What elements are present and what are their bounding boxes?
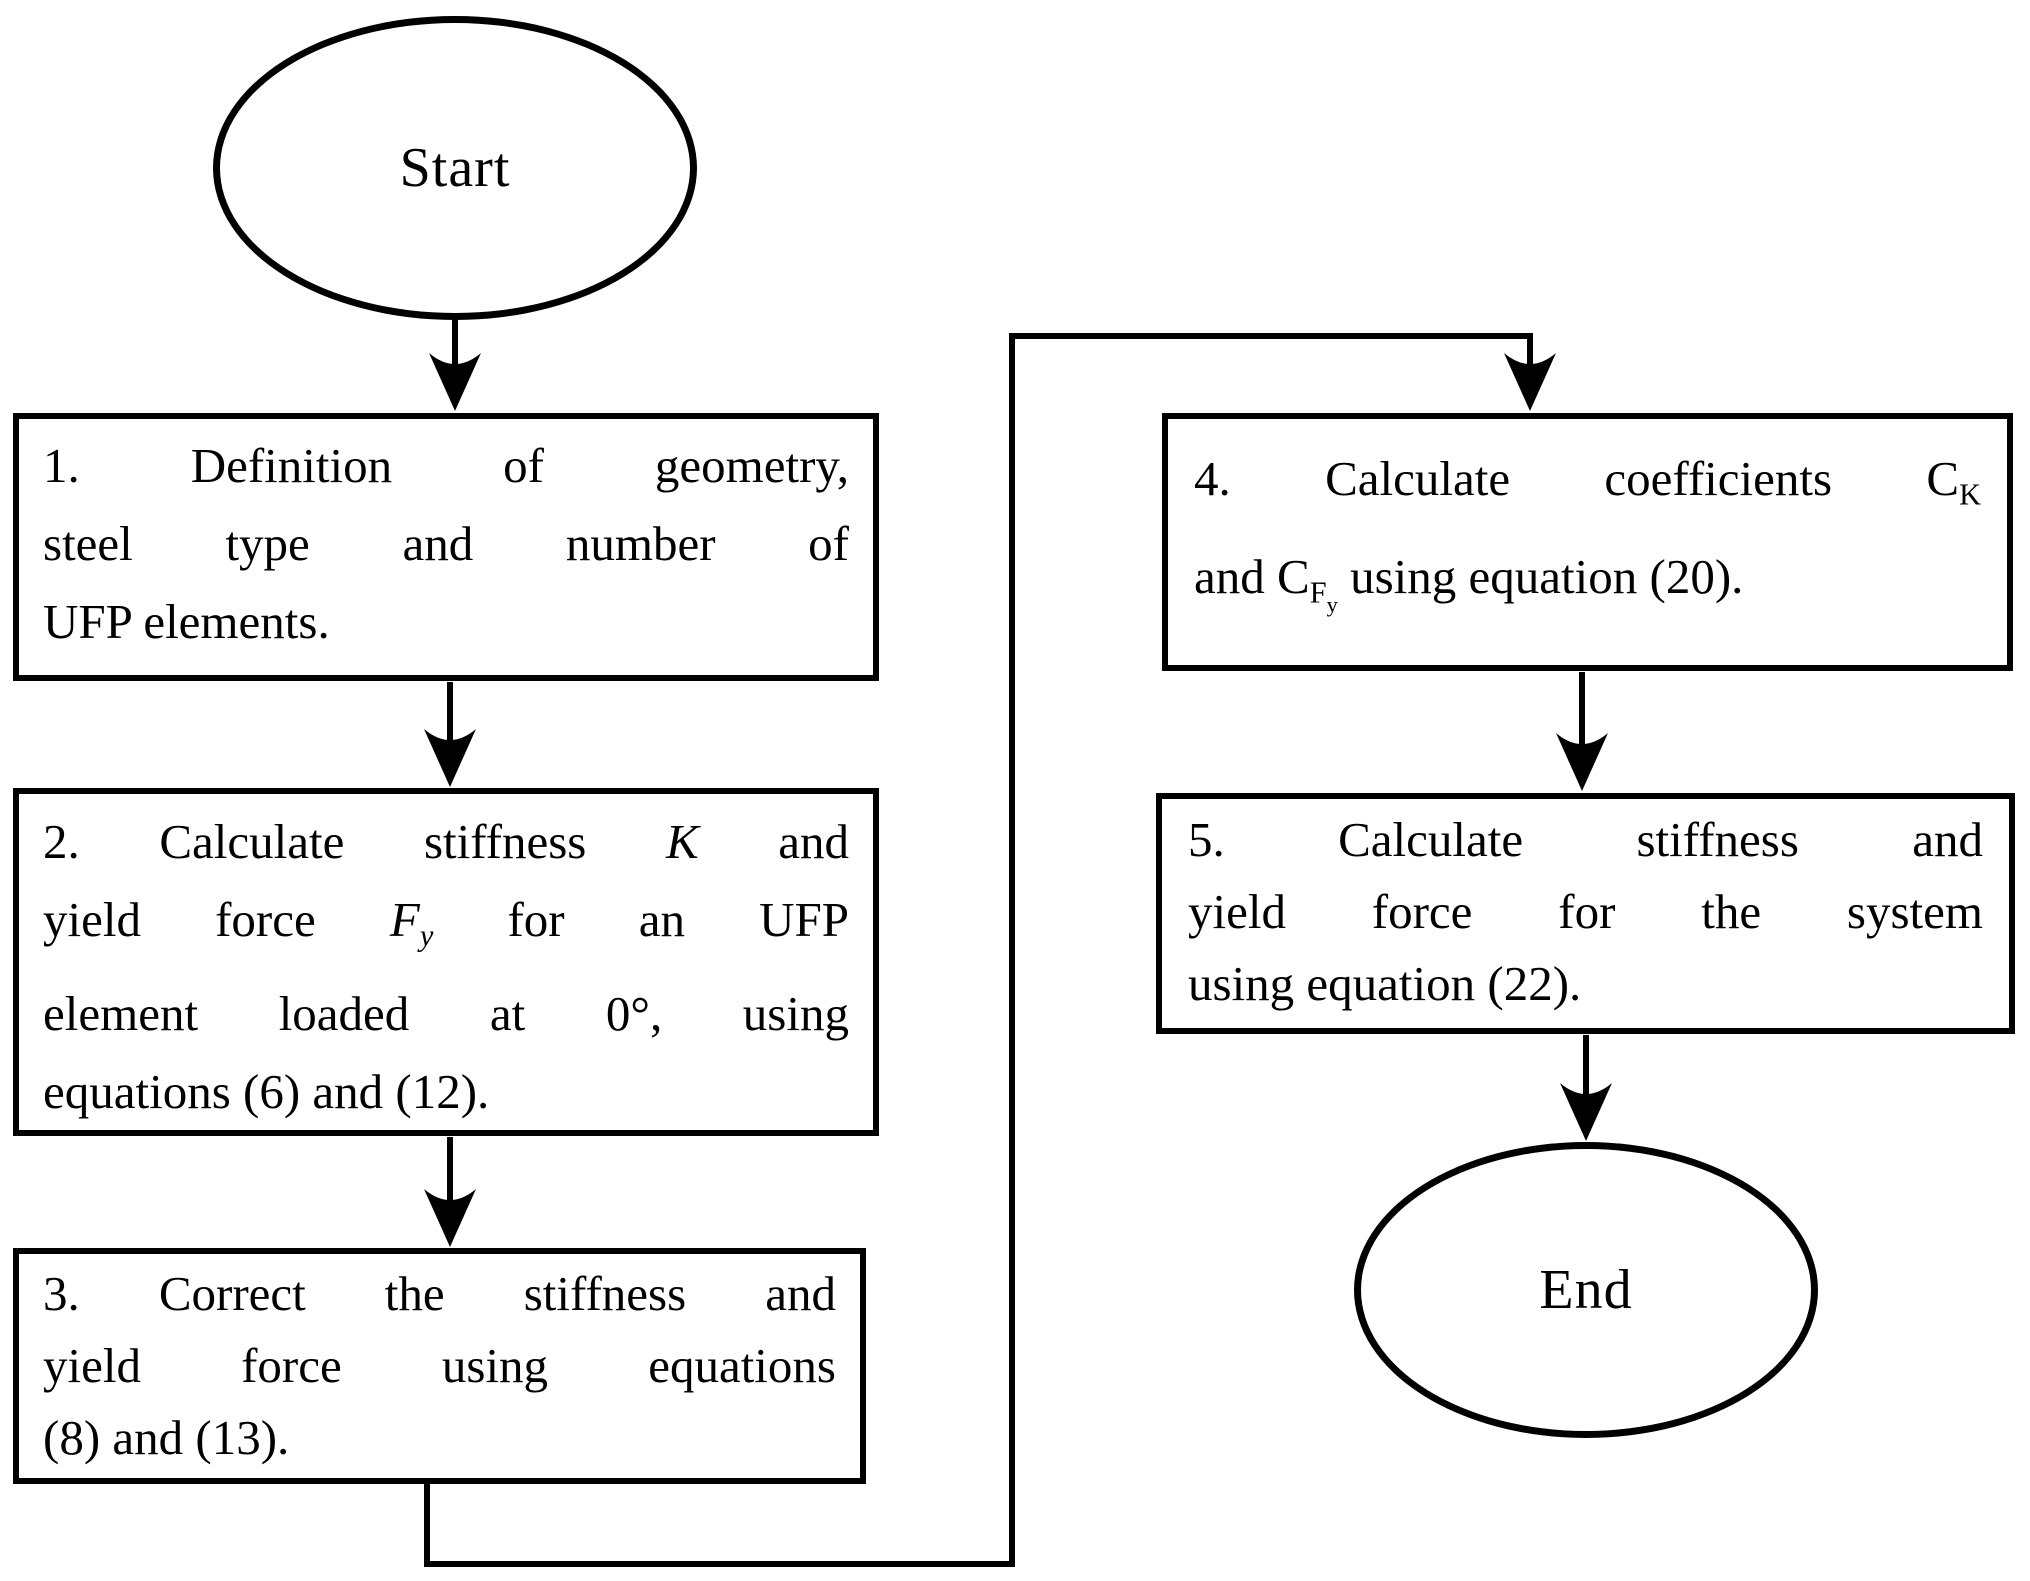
text-line: yield force using equations: [43, 1338, 836, 1393]
process-step-5: 5. Calculate stiffness and yield force fo…: [1156, 793, 2015, 1034]
text-line: 4. Calculate coefficients CK: [1194, 451, 1981, 512]
text-line: UFP elements.: [43, 594, 330, 649]
arrow-step5-to-end: [1560, 1035, 1612, 1141]
start-label: Start: [399, 137, 511, 199]
start-node: Start: [213, 16, 697, 320]
end-label: End: [1539, 1259, 1633, 1321]
arrow-start-to-step1: [429, 318, 481, 411]
text-line: and CFy using equation (20).: [1194, 548, 1744, 617]
process-step-4: 4. Calculate coefficients CK and CFy usin…: [1162, 413, 2013, 671]
process-step-3: 3. Correct the stiffness and yield force …: [13, 1248, 866, 1484]
arrow-step4-to-step5: [1556, 672, 1608, 791]
text-line: 2. Calculate stiffness K and: [43, 814, 850, 869]
arrow-step2-to-step3: [424, 1137, 476, 1247]
text-line: equations (6) and (12).: [43, 1063, 490, 1119]
process-step-1: 1. Definition of geometry, steel type and…: [13, 413, 879, 681]
process-step-2: 2. Calculate stiffness K and yield force …: [13, 788, 879, 1136]
text-line: using equation (22).: [1188, 956, 1582, 1011]
text-line: 5. Calculate stiffness and: [1188, 812, 1983, 867]
text-line: 3. Correct the stiffness and: [43, 1266, 836, 1321]
text-line: element loaded at 0°, using: [43, 985, 849, 1041]
end-node: End: [1354, 1142, 1818, 1438]
arrow-step1-to-step2: [424, 682, 476, 787]
text-line: (8) and (13).: [43, 1410, 290, 1465]
text-line: steel type and number of: [43, 516, 849, 571]
text-line: yield force Fy for an UFP: [43, 892, 849, 953]
text-line: yield force for the system: [1188, 884, 1983, 939]
text-line: 1. Definition of geometry,: [43, 438, 849, 493]
arrow-step3-to-step4: [424, 333, 1556, 1567]
